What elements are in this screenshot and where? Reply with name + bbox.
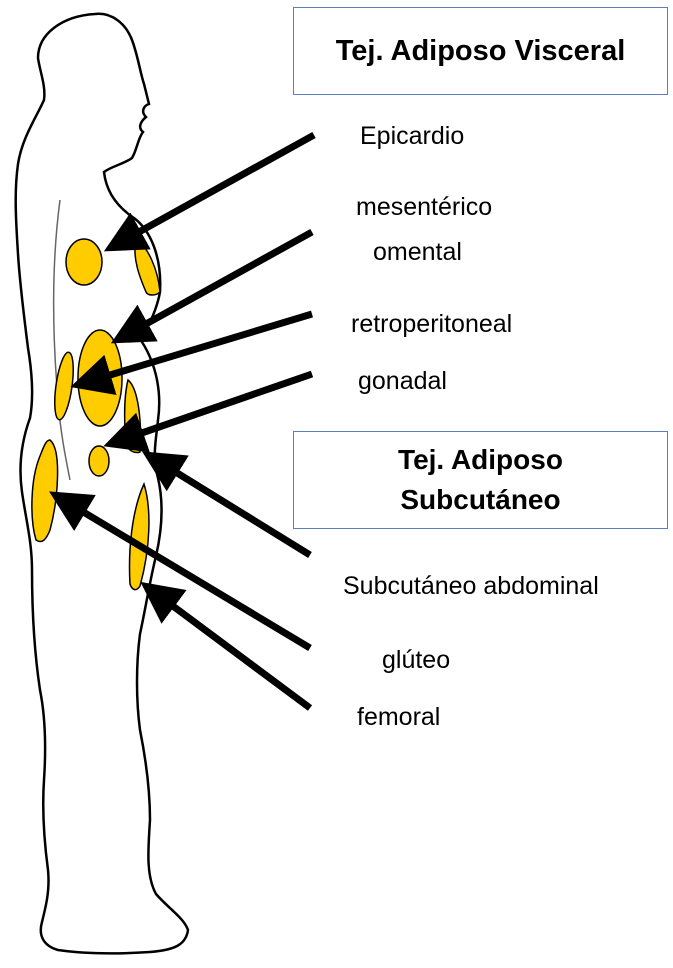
subcutaneous-heading-line2: Subcutáneo xyxy=(398,480,563,520)
label-retroperitoneal: retroperitoneal xyxy=(351,310,512,339)
label-subcutaneo-abdominal: Subcutáneo abdominal xyxy=(343,572,599,601)
arrow-femoral xyxy=(146,586,310,708)
label-gluteo: glúteo xyxy=(382,646,450,675)
fat-depot-gonadal xyxy=(89,446,109,476)
arrow-epicardio xyxy=(110,135,314,248)
fat-depot-epicardial xyxy=(66,239,102,285)
label-gonadal: gonadal xyxy=(358,367,447,396)
visceral-heading: Tej. Adiposo Visceral xyxy=(336,35,626,68)
label-omental: omental xyxy=(373,238,462,267)
label-femoral: femoral xyxy=(357,703,440,732)
label-mesenterico: mesentérico xyxy=(356,193,492,222)
visceral-heading-box: Tej. Adiposo Visceral xyxy=(293,7,668,95)
subcutaneous-heading-line1: Tej. Adiposo xyxy=(398,440,563,480)
subcutaneous-heading-box: Tej. Adiposo Subcutáneo xyxy=(293,431,668,529)
label-epicardio: Epicardio xyxy=(360,122,464,151)
arrow-subcutaneo-abdominal xyxy=(148,455,310,555)
